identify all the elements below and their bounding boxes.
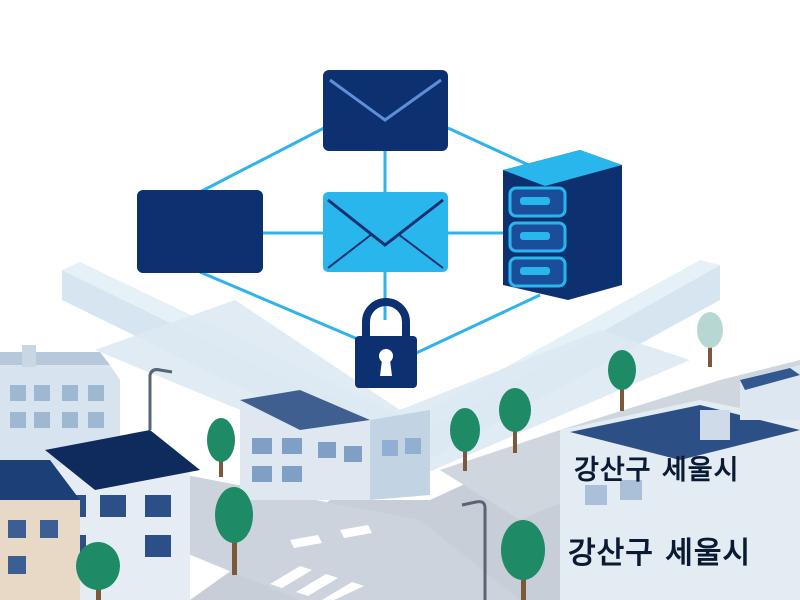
tree xyxy=(207,418,235,477)
server-slot xyxy=(508,221,567,253)
network-platform xyxy=(62,260,720,480)
district-sign-upper: 강산구 세울시 xyxy=(574,455,740,486)
building-center xyxy=(240,390,430,500)
building-right xyxy=(560,365,800,600)
envelope-top-icon xyxy=(323,70,448,151)
tree xyxy=(608,350,636,411)
tree xyxy=(215,487,253,575)
server-icon xyxy=(503,150,622,300)
server-slot xyxy=(508,256,567,288)
tree xyxy=(76,542,120,600)
tree xyxy=(499,388,531,453)
envelope-center-icon xyxy=(323,192,448,272)
tree xyxy=(450,408,480,471)
building-far-left xyxy=(0,460,80,600)
trees xyxy=(76,312,723,600)
network-links xyxy=(199,126,541,357)
street-lamp-left xyxy=(148,368,173,430)
tree xyxy=(501,520,545,600)
card-left-icon xyxy=(137,190,263,273)
district-sign-lower: 강산구 세울시 xyxy=(568,536,752,571)
server-slot xyxy=(508,186,567,218)
street-lamp-bottom xyxy=(461,500,487,600)
lock-icon xyxy=(355,298,417,388)
tree xyxy=(697,312,723,367)
crosswalk xyxy=(270,566,364,600)
